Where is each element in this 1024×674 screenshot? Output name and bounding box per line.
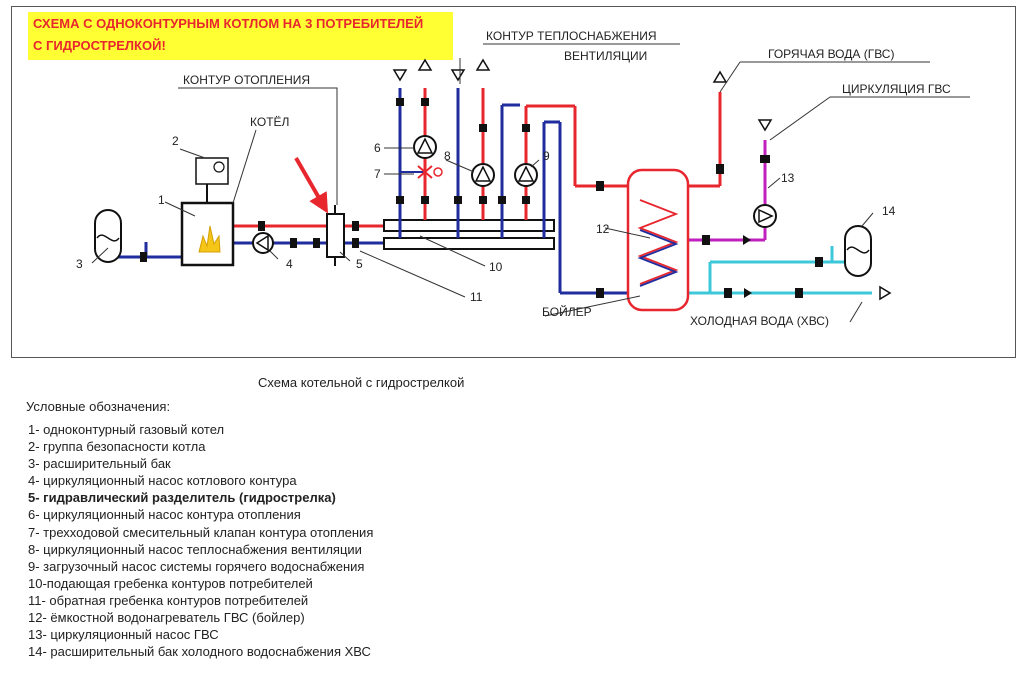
callout-3: 3 <box>76 257 83 271</box>
callout-10: 10 <box>489 260 503 274</box>
legend-item: 11- обратная гребенка контуров потребите… <box>28 592 309 608</box>
callout-11: 11 <box>470 290 483 304</box>
callout-6: 6 <box>374 141 381 155</box>
figure-caption: Схема котельной с гидрострелкой <box>258 375 465 390</box>
legend-item: 1- одноконтурный газовый котел <box>28 422 225 437</box>
heating-circuit-label: КОНТУР ОТОПЛЕНИЯ <box>183 73 310 87</box>
dhw-loading-pump <box>514 163 538 187</box>
three-way-valve <box>417 165 443 179</box>
diagram-frame <box>11 6 1016 358</box>
ventilation-pump <box>471 163 495 187</box>
pipe-terminals <box>392 58 892 301</box>
callout-14: 14 <box>882 204 896 218</box>
separator-to-manifold-pipes <box>344 224 388 245</box>
callout-9: 9 <box>543 149 550 163</box>
legend-item: 7- трехходовой смесительный клапан конту… <box>28 524 374 540</box>
leader-lines <box>91 43 970 323</box>
gas-boiler <box>180 201 235 267</box>
callout-4: 4 <box>286 257 293 271</box>
heating-pump <box>413 135 437 159</box>
callout-5: 5 <box>356 257 363 271</box>
callout-numbers: 1 2 3 4 5 6 7 8 9 10 11 12 13 14 <box>76 134 896 304</box>
tank-name-label: БОЙЛЕР <box>542 304 592 319</box>
callout-1: 1 <box>158 193 165 207</box>
heating-scheme: КОНТУР ОТОПЛЕНИЯ КОНТУР ТЕПЛОСНАБЖЕНИЯ В… <box>76 29 970 328</box>
legend-item: 10-подающая гребенка контуров потребител… <box>28 575 313 591</box>
legend-title: Условные обозначения: <box>26 399 171 414</box>
legend-item: 8- циркуляционный насос теплоснабжения в… <box>28 541 362 557</box>
ventilation-circuit-label-1: КОНТУР ТЕПЛОСНАБЖЕНИЯ <box>486 29 657 43</box>
ventilation-circuit-label-2: ВЕНТИЛЯЦИИ <box>564 49 647 63</box>
dhw-circulation-pump <box>753 204 777 228</box>
legend-list: 1- одноконтурный газовый котел 2- группа … <box>28 421 373 660</box>
storage-water-heater <box>626 168 690 312</box>
title-highlight <box>28 12 453 60</box>
legend-item: 13- циркуляционный насос ГВС <box>28 627 219 643</box>
safety-group <box>195 157 229 203</box>
boiler-pump <box>252 232 274 254</box>
valves <box>140 98 823 298</box>
boiler-name-label: КОТЁЛ <box>250 115 289 129</box>
legend-item: 6- циркуляционный насос контура отоплени… <box>28 507 301 523</box>
return-manifold <box>383 237 555 250</box>
diagram-title-line-2: С ГИДРОСТРЕЛКОЙ! <box>33 38 166 53</box>
legend-item: 12- ёмкостной водонагреватель ГВС (бойле… <box>28 610 305 626</box>
flame-icon <box>198 225 221 253</box>
expansion-tank <box>94 209 122 263</box>
cold-water-expansion-tank <box>844 225 872 277</box>
hydraulic-separator <box>326 205 345 266</box>
callout-8: 8 <box>444 149 451 163</box>
supply-manifold <box>383 219 555 232</box>
consumer-risers <box>398 88 628 295</box>
callout-7: 7 <box>374 167 381 181</box>
legend-item: 14- расширительный бак холодного водосна… <box>28 644 371 660</box>
cold-water-label: ХОЛОДНАЯ ВОДА (ХВС) <box>690 314 829 328</box>
callout-12: 12 <box>596 222 610 236</box>
legend-item: 2- группа безопасности котла <box>28 439 206 455</box>
legend-item: 4- циркуляционный насос котлового контур… <box>28 473 297 489</box>
legend-item: 3- расширительный бак <box>28 456 171 472</box>
pointer-arrow <box>294 157 328 214</box>
legend-item: 9- загрузочный насос системы горячего во… <box>28 558 365 574</box>
legend-item: 5- гидравлический разделитель (гидростре… <box>28 490 336 506</box>
callout-13: 13 <box>781 171 795 185</box>
diagram-title-line-1: СХЕМА С ОДНОКОНТУРНЫМ КОТЛОМ НА 3 ПОТРЕБ… <box>33 16 424 31</box>
hot-water-label: ГОРЯЧАЯ ВОДА (ГВС) <box>768 47 894 61</box>
dhw-circulation-label: ЦИРКУЛЯЦИЯ ГВС <box>842 82 951 96</box>
callout-2: 2 <box>172 134 179 148</box>
